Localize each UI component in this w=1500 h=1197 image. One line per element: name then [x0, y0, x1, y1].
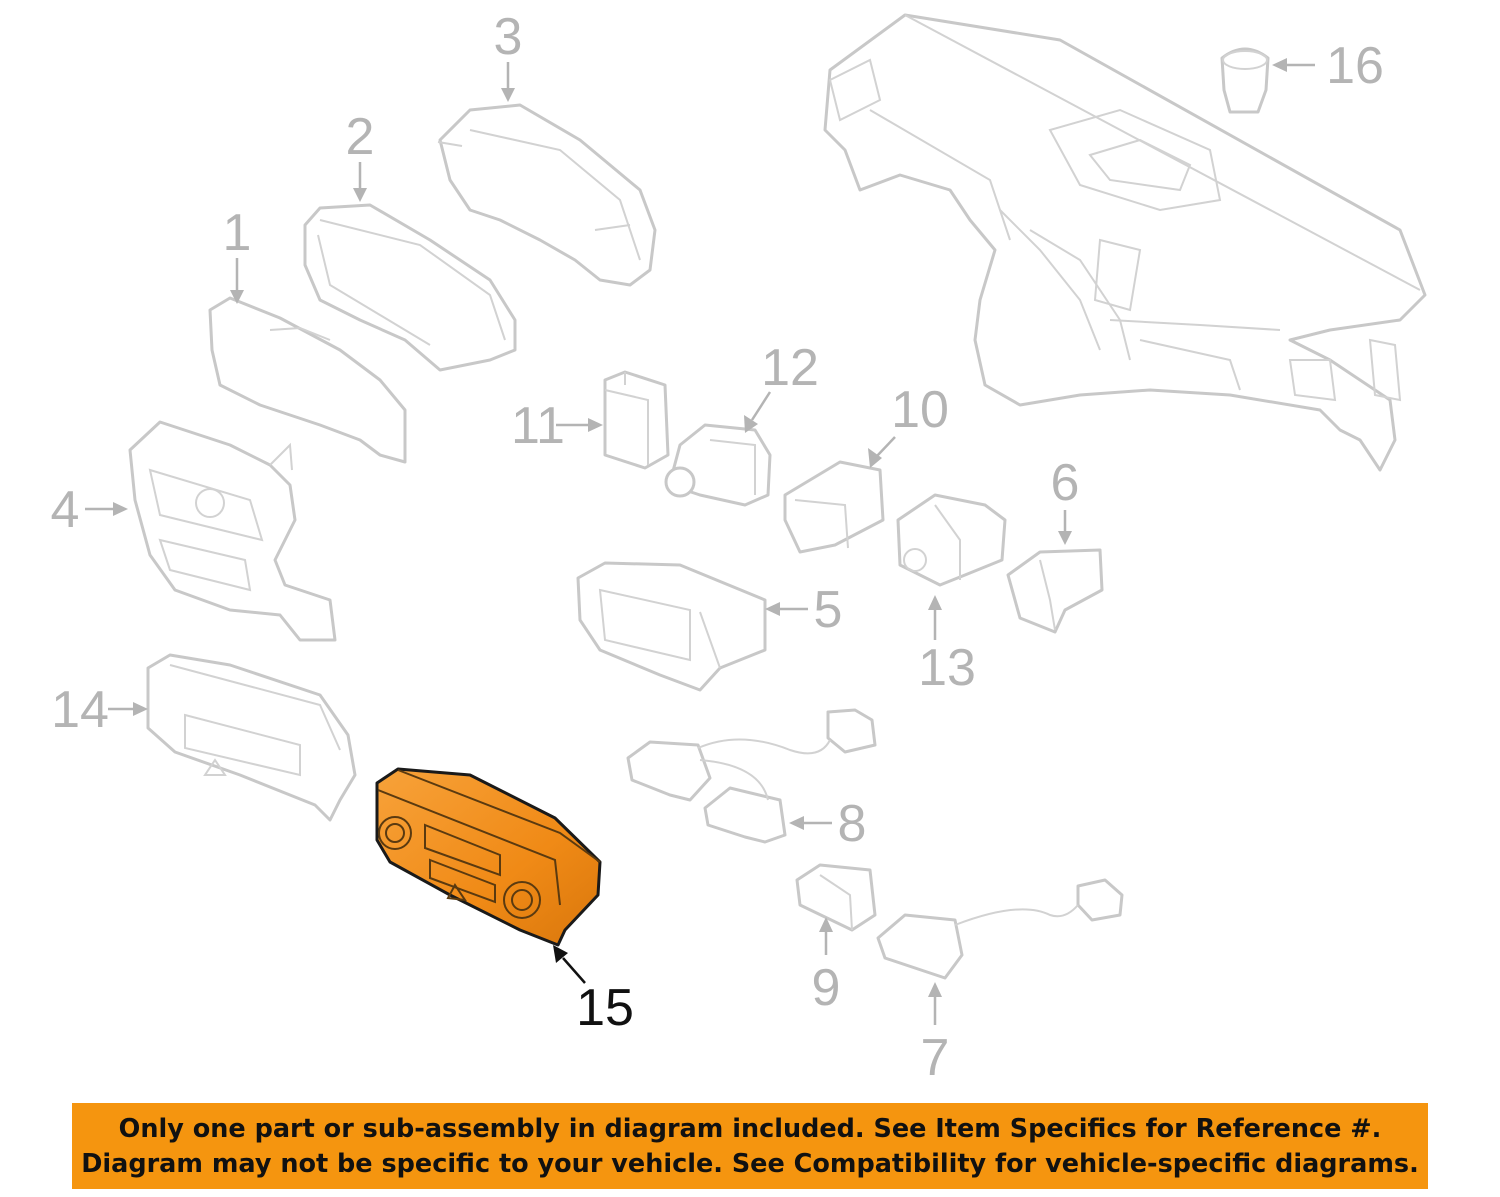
part-5-switch-panel — [576, 561, 767, 692]
callout-11: 11 — [511, 397, 565, 455]
callout-1: 1 — [223, 204, 252, 262]
part-13-switch — [896, 493, 1007, 587]
callout-13: 13 — [918, 639, 976, 697]
callout-4: 4 — [51, 481, 80, 539]
callout-7: 7 — [921, 1029, 950, 1087]
callout-2: 2 — [346, 108, 375, 166]
part-14-control-panel — [146, 653, 357, 822]
part-6-switch — [1006, 548, 1104, 634]
callout-3: 3 — [494, 8, 523, 66]
callout-6: 6 — [1051, 454, 1080, 512]
part-15-climate-control — [375, 767, 602, 947]
part-3-cluster-housing — [437, 103, 657, 287]
callout-10: 10 — [891, 381, 949, 439]
part-7-wiring-switch — [876, 878, 1124, 980]
callout-14: 14 — [51, 681, 109, 739]
disclaimer-line-1: Only one part or sub-assembly in diagram… — [118, 1114, 1382, 1144]
part-16-clip — [1220, 47, 1270, 114]
part-8-wiring-switches — [626, 708, 877, 844]
part-4-center-bezel — [128, 420, 337, 642]
callout-12: 12 — [761, 339, 819, 397]
disclaimer-line-2: Diagram may not be specific to your vehi… — [81, 1149, 1419, 1179]
callout-15: 15 — [576, 979, 634, 1037]
part-1-cluster-lens — [208, 296, 407, 464]
disclaimer-banner: Only one part or sub-assembly in diagram… — [72, 1103, 1428, 1189]
callout-5: 5 — [814, 581, 843, 639]
part-11-switch — [603, 370, 670, 470]
part-10-switch — [783, 460, 885, 554]
callout-numbers: 1 2 3 4 5 6 7 8 9 10 11 12 13 14 15 16 — [51, 8, 1384, 1087]
callout-8: 8 — [838, 795, 867, 853]
callout-9: 9 — [812, 959, 841, 1017]
part-9-switch — [795, 863, 877, 932]
callout-16: 16 — [1326, 37, 1384, 95]
part-2-cluster-frame — [303, 203, 517, 372]
dashboard-panel — [823, 13, 1427, 472]
part-12-switch-assembly — [664, 423, 772, 507]
callout-arrows — [85, 58, 1315, 1025]
